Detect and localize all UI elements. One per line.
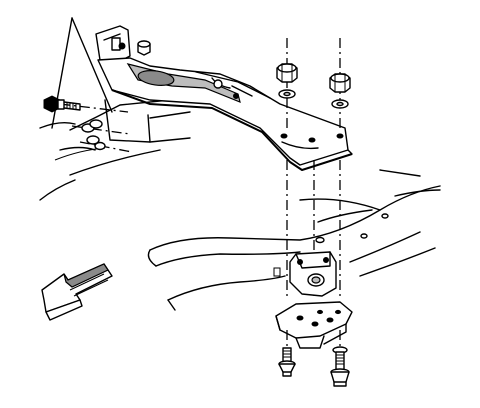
frame-bolt-cluster [81,119,106,151]
mount-nut-right [329,38,351,132]
mount-bolt-left [278,330,296,377]
mount-washer-right [331,99,349,109]
front-direction-arrow [41,263,113,321]
frame-rail [147,169,441,311]
mount-washer-left [278,89,296,99]
crossmember-bolt [43,95,129,113]
transmission-support-crossmember [95,25,353,171]
transmission-mount-bracket [275,301,353,349]
mount-nut-left [276,38,298,132]
frame-rail-left [39,97,191,201]
transmission-mount [286,160,341,300]
mount-bolt-right [330,330,350,387]
crossmember-nut [137,40,151,56]
